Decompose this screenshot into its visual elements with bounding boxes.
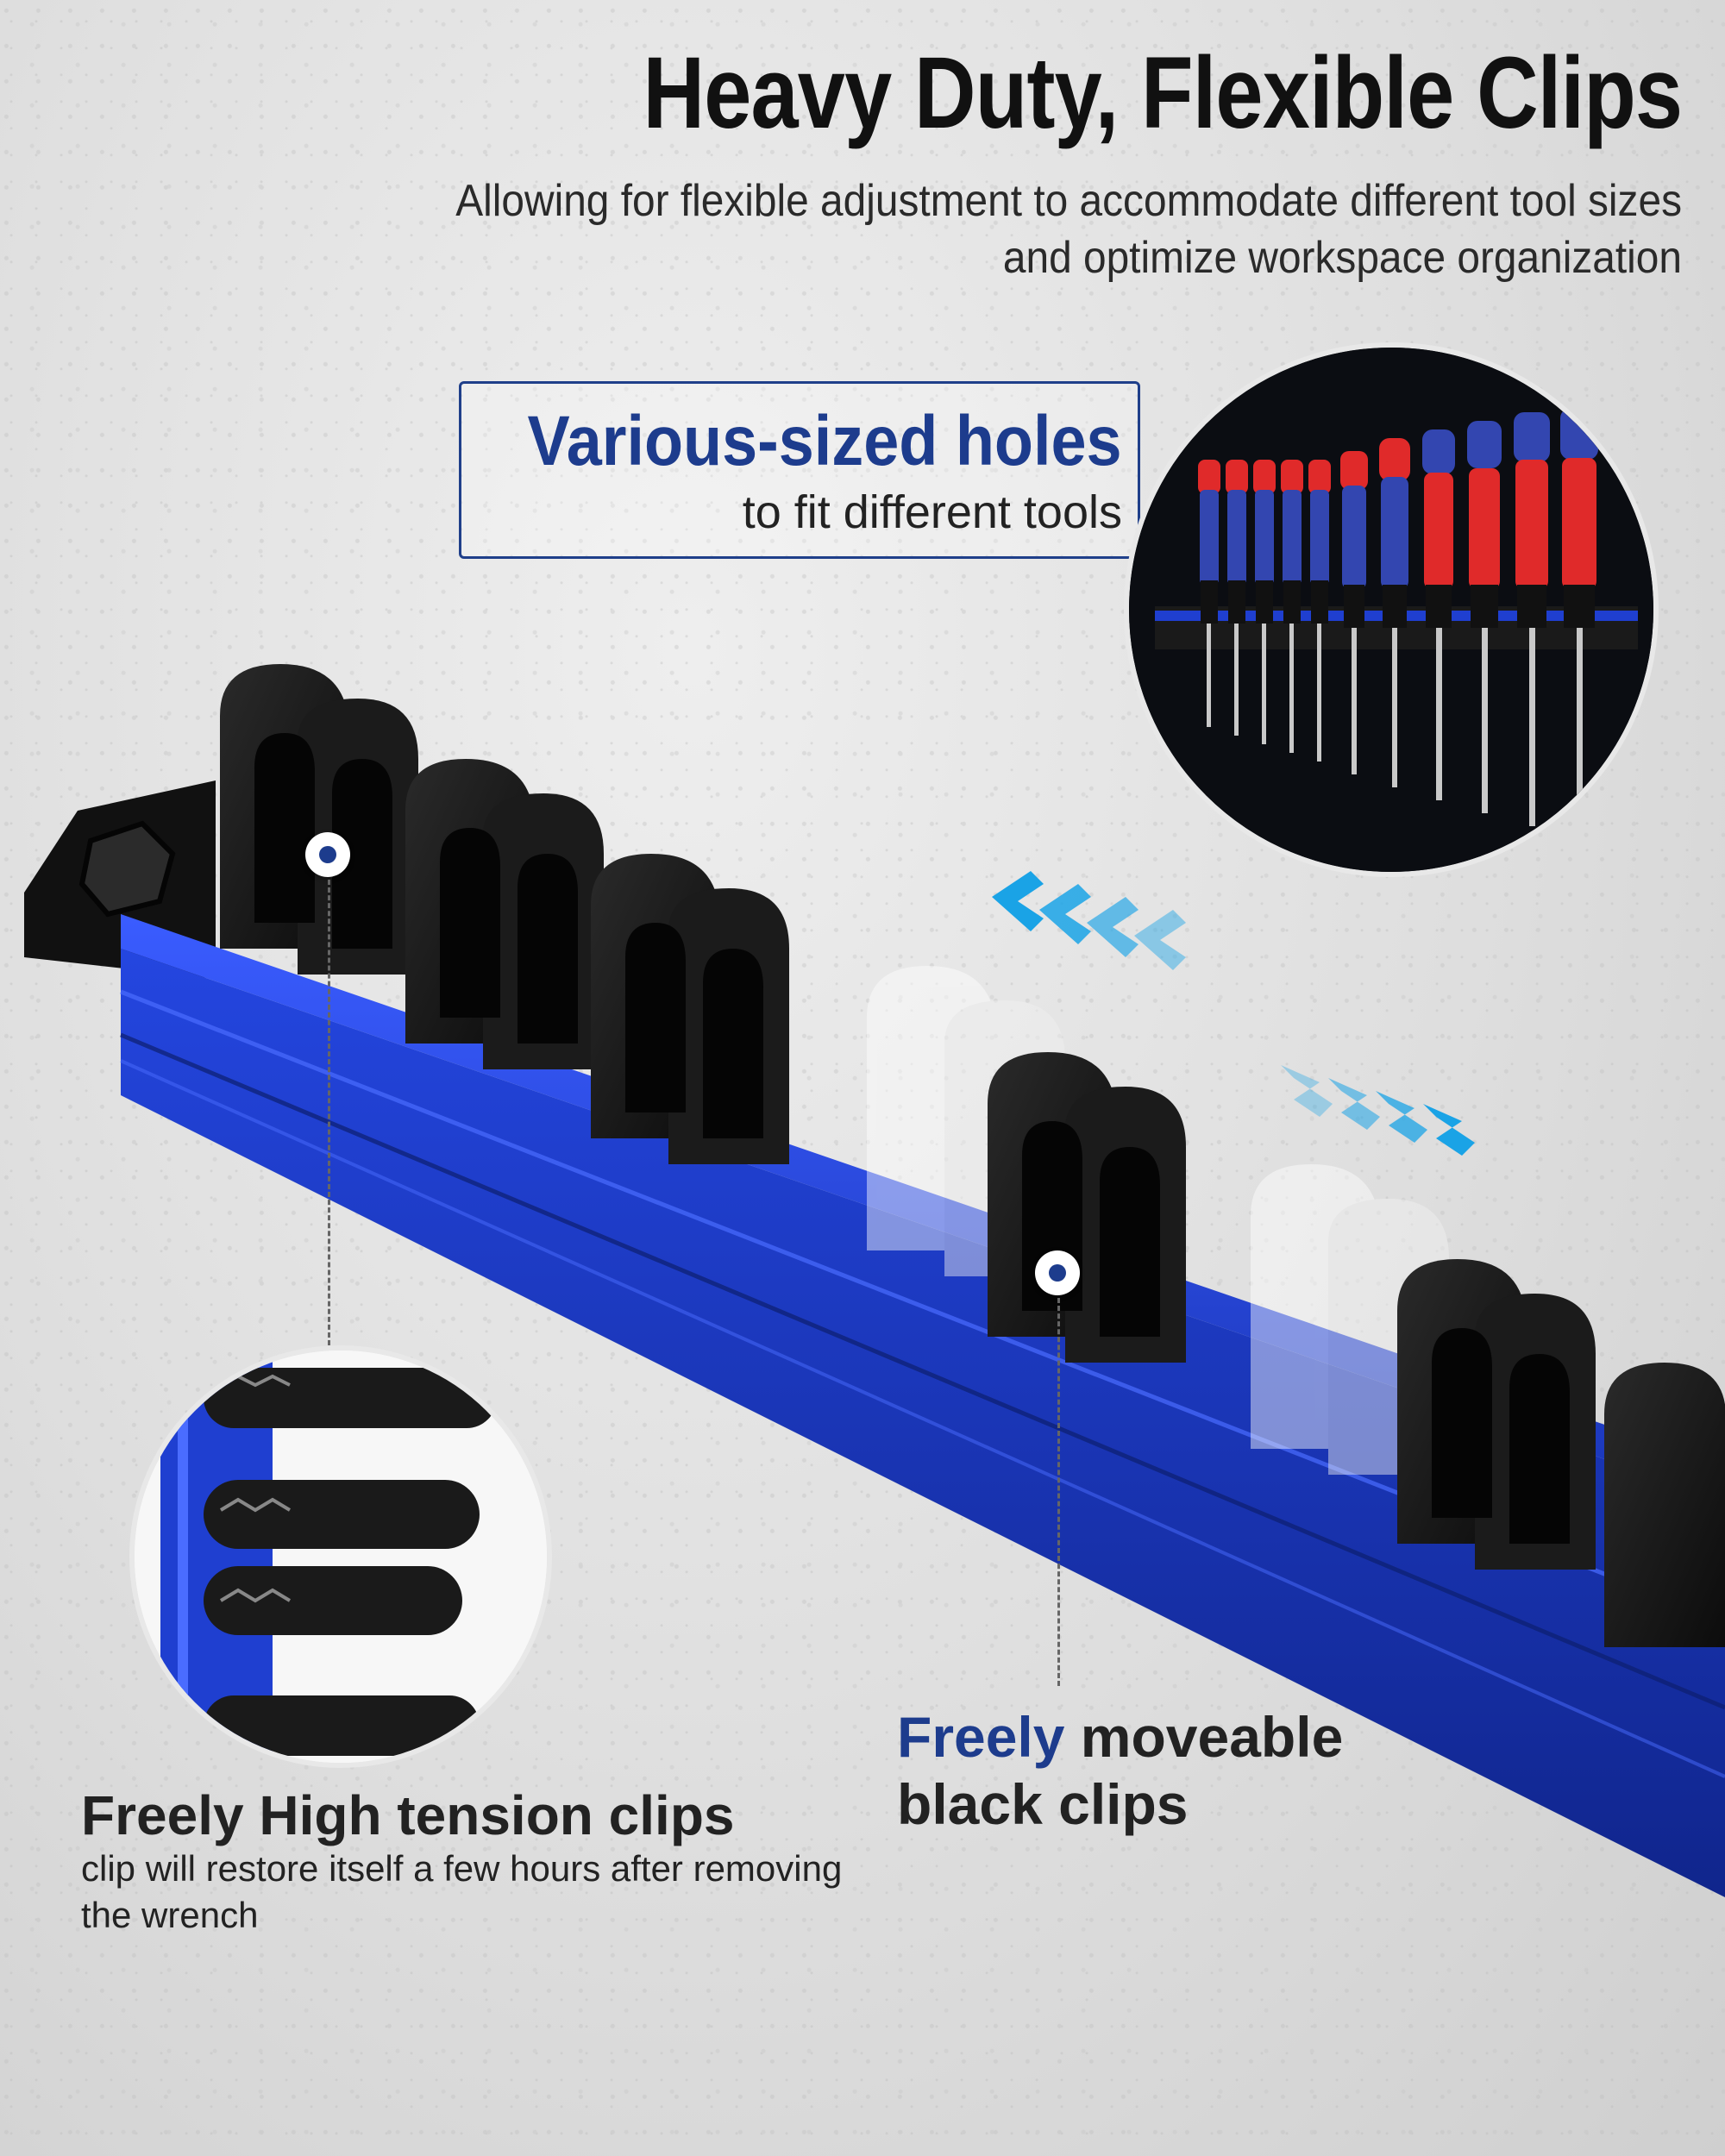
leader-line-left	[328, 880, 330, 1345]
clip	[591, 854, 789, 1164]
clip	[1397, 1259, 1596, 1570]
marker-dot-left	[305, 832, 350, 877]
rail-end-cap	[24, 780, 216, 979]
leader-line-right	[1057, 1298, 1060, 1686]
marker-dot-right	[1035, 1250, 1080, 1295]
holes-callout-title: Various-sized holes	[527, 402, 1122, 480]
moveable-clips-line1: moveable	[1064, 1705, 1344, 1769]
clip	[405, 759, 604, 1069]
clip	[1604, 1363, 1725, 1647]
holes-callout: Various-sized holes to fit different too…	[459, 381, 1140, 559]
moveable-clips-highlight: Freely	[897, 1705, 1065, 1769]
screwdriver-set	[1198, 408, 1598, 835]
tension-clips-title: Freely High tension clips	[81, 1784, 735, 1846]
clip	[220, 664, 418, 975]
move-left-arrows-icon	[992, 871, 1186, 970]
screwdriver-inset-photo	[1124, 342, 1659, 877]
page-subtitle: Allowing for flexible adjustment to acco…	[455, 176, 1682, 283]
screwdriver-illustration	[1129, 348, 1653, 872]
page-title: Heavy Duty, Flexible Clips	[643, 36, 1683, 150]
moveable-clips-label: Freely moveable black clips	[897, 1703, 1343, 1838]
move-right-arrows-icon	[1281, 1065, 1475, 1156]
tension-clips-subtitle: clip will restore itself a few hours aft…	[81, 1848, 843, 1935]
clip-closeup-inset-photo	[129, 1345, 552, 1768]
holes-callout-subtitle: to fit different tools	[742, 486, 1122, 538]
clip-closeup-illustration	[135, 1351, 547, 1763]
clip	[988, 1052, 1186, 1363]
moveable-clips-line2: black clips	[897, 1772, 1189, 1836]
